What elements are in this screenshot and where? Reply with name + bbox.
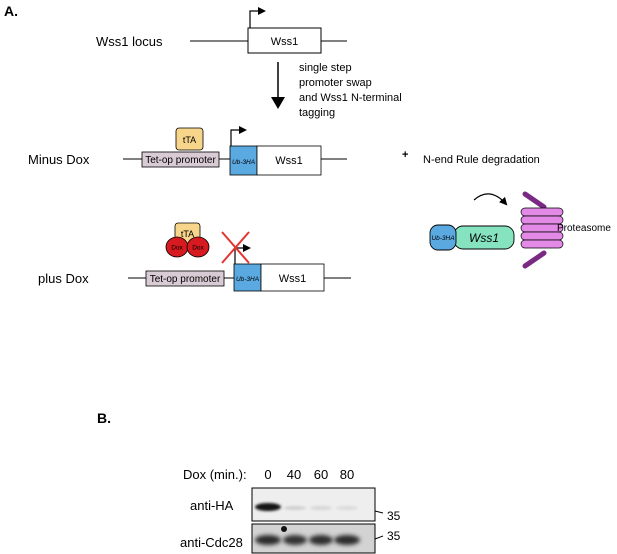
anti-cdc28-band-60: [309, 535, 333, 545]
swap-text-line-1: single step: [299, 62, 352, 74]
anti-ha-marker-tick: [374, 510, 384, 514]
anti-ha-band-0: [255, 503, 281, 511]
timepoint-0: 0: [264, 467, 271, 482]
proteasome-label: Proteasome: [557, 223, 611, 234]
dox-label-right: Dox: [192, 245, 204, 252]
degradation-label: N-end Rule degradation: [423, 154, 540, 166]
tagged-protein: Wss1 Ub-3HA: [429, 224, 515, 251]
minus-dox-promoter-label: Tet-op promoter: [145, 155, 216, 166]
timepoint-80: 80: [340, 467, 354, 482]
minus-dox-gene: [256, 145, 322, 176]
anti-ha-band-60: [310, 506, 332, 510]
minus-dox-tag-label: Ub-3HA: [232, 159, 255, 166]
anti-cdc28-band-40: [283, 535, 307, 545]
anti-ha-blot: anti-HA 35: [190, 487, 401, 523]
minus-dox-promoter: [141, 151, 220, 168]
plus-dox-label: plus Dox: [38, 271, 89, 286]
minus-dox-promoter-arrow: [230, 126, 247, 146]
swap-text-line-3: and Wss1 N-terminal: [299, 92, 402, 104]
proteasome-cap-bottom: [522, 250, 547, 269]
wss1-locus: Wss1 locus Wss1: [96, 7, 347, 54]
locus-promoter-arrow: [249, 7, 266, 28]
anti-cdc28-spot: [281, 526, 287, 532]
minus-dox-tta: [175, 127, 204, 151]
dox-label-left: Dox: [171, 245, 183, 252]
minus-dox-tta-label: tTA: [183, 135, 196, 145]
timepoint-40: 40: [287, 467, 301, 482]
plus-dox-promoter-label: Tet-op promoter: [150, 274, 221, 285]
promoter-swap: single step promoter swap and Wss1 N-ter…: [271, 62, 402, 119]
proteasome-icon: [520, 191, 564, 269]
dox-time-label: Dox (min.):: [183, 467, 247, 482]
anti-ha-band-40: [284, 506, 306, 510]
anti-ha-marker: 35: [387, 509, 401, 523]
wss1-protein-label: Wss1: [469, 231, 499, 245]
plus-dox-gene-label: Wss1: [279, 273, 307, 285]
ub-tag-label: Ub-3HA: [431, 235, 454, 242]
panel-a-label: A.: [4, 3, 18, 19]
plus-dox-gene: [260, 263, 325, 292]
swap-arrow-head: [271, 97, 285, 109]
plus-dox-tta-label: tTA: [181, 229, 194, 239]
swap-text-line-2: promoter swap: [299, 77, 372, 89]
plus-dox-promoter: [145, 270, 225, 287]
anti-cdc28-label: anti-Cdc28: [180, 535, 243, 550]
plus-sign: +: [402, 149, 408, 161]
minus-dox-tag: [229, 145, 258, 176]
plus-dox-tag: [233, 263, 262, 292]
plus-dox-tag-label: Ub-3HA: [236, 276, 259, 283]
minus-dox-construct: Minus Dox tTA Tet-op promoter Ub-3HA Wss…: [28, 126, 347, 176]
panel-b-label: B.: [97, 410, 111, 426]
plus-dox-construct: plus Dox tTA Dox Dox Tet-op promoter Ub-…: [38, 222, 351, 292]
anti-cdc28-marker-tick: [374, 535, 384, 540]
degradation-arrow: [473, 193, 508, 206]
swap-text-line-4: tagging: [299, 107, 335, 119]
locus-label: Wss1 locus: [96, 34, 163, 49]
blocked-cross-icon: [221, 231, 250, 264]
locus-gene-box: [247, 27, 322, 54]
timepoint-60: 60: [314, 467, 328, 482]
anti-cdc28-marker: 35: [387, 529, 401, 543]
anti-cdc28-band-80: [334, 535, 360, 545]
locus-gene-label: Wss1: [271, 36, 299, 48]
minus-dox-gene-label: Wss1: [275, 155, 303, 167]
minus-dox-label: Minus Dox: [28, 152, 90, 167]
anti-cdc28-blot: anti-Cdc28 35: [180, 523, 401, 554]
anti-ha-label: anti-HA: [190, 498, 234, 513]
ub-tag: [429, 224, 457, 251]
anti-ha-band-80: [336, 506, 358, 510]
dox-molecule-right: [186, 236, 210, 258]
anti-cdc28-band-0: [255, 535, 281, 545]
proteasome-cap-top: [522, 191, 547, 210]
